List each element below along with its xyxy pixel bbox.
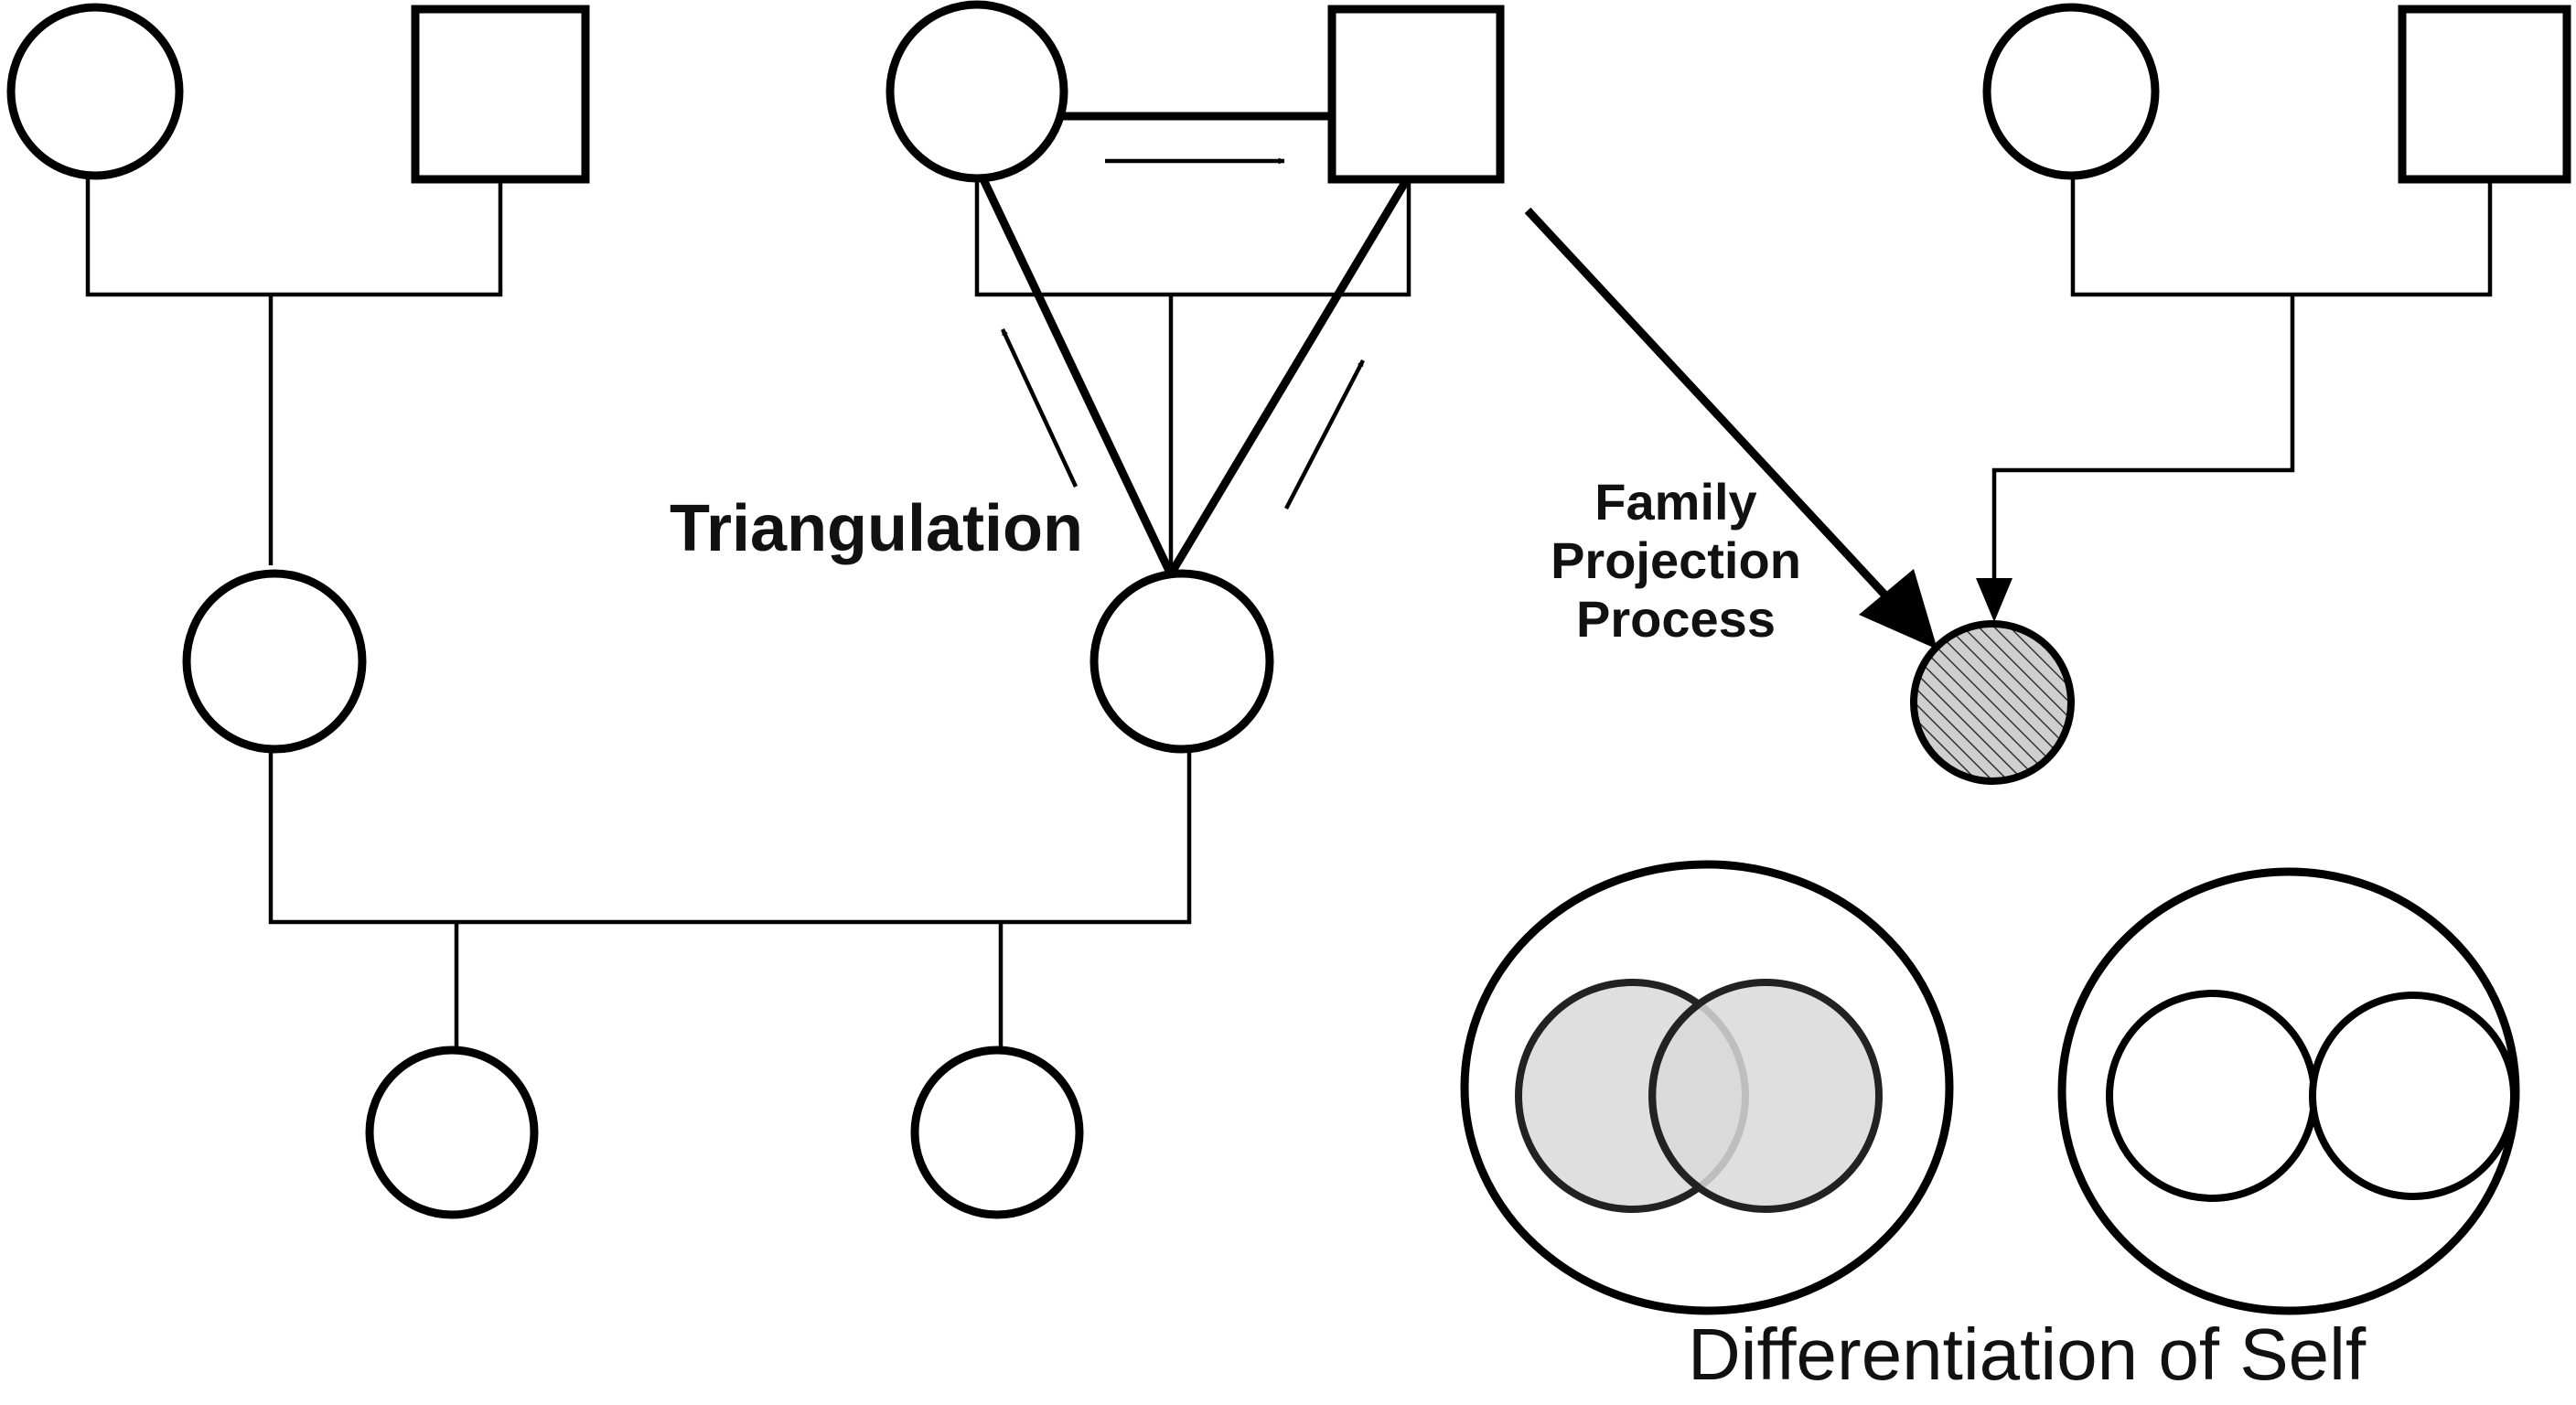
family-projection-arrow-line <box>1524 207 1890 600</box>
family-projection-arrowhead <box>1859 569 1937 649</box>
triangulation-label: Triangulation <box>670 492 1083 565</box>
left-grandparents-marriage-line <box>85 179 503 297</box>
triangulation-arrow-left <box>1000 328 1079 488</box>
middle-grandparents-group <box>886 0 1505 754</box>
differentiated-self-left-circle <box>2106 990 2318 1202</box>
fused-self-overlap-outline-left <box>1648 1001 1701 1191</box>
projected-child-hatched-symbol <box>1910 620 2075 785</box>
triangulation-line-to-mother <box>978 176 1174 573</box>
middle-grandmother-female-symbol <box>886 0 1068 183</box>
child-one-female-symbol <box>365 1046 539 1219</box>
differentiated-self-right-circle <box>2309 992 2517 1200</box>
left-grandmother-female-symbol <box>6 3 184 180</box>
left-grandfather-male-symbol <box>411 5 590 184</box>
projection-child-arrowhead <box>1976 578 2012 622</box>
family-projection-label-line3: Process <box>1576 590 1776 648</box>
right-grandparents-descent-line <box>1991 295 2295 585</box>
triangulation-arrow-right <box>1284 359 1365 510</box>
right-grandfather-male-symbol <box>2398 5 2571 184</box>
triangulation-line-to-father <box>1169 177 1411 574</box>
left-parent-female-symbol <box>182 569 367 754</box>
middle-grandfather-male-symbol <box>1327 5 1505 184</box>
right-parent-female-symbol <box>1089 569 1274 754</box>
right-grandparents-marriage-line <box>2070 179 2493 297</box>
fused-self-diagram <box>1460 860 1954 1315</box>
middle-grandparents-marriage-line <box>974 179 1411 297</box>
family-projection-label-line1: Family <box>1594 473 1756 531</box>
differentiated-self-diagram <box>2057 867 2520 1315</box>
child-two-female-symbol <box>910 1046 1084 1219</box>
parents-marriage-line <box>268 749 1192 925</box>
right-grandmother-female-symbol <box>1982 3 2160 180</box>
differentiation-of-self-label: Differentiation of Self <box>1688 1314 2367 1395</box>
nuclear-family-group <box>268 749 1192 1219</box>
family-projection-label-line2: Projection <box>1551 531 1801 589</box>
left-grandparents-group <box>6 3 590 754</box>
right-grandparents-group <box>1524 3 2571 785</box>
